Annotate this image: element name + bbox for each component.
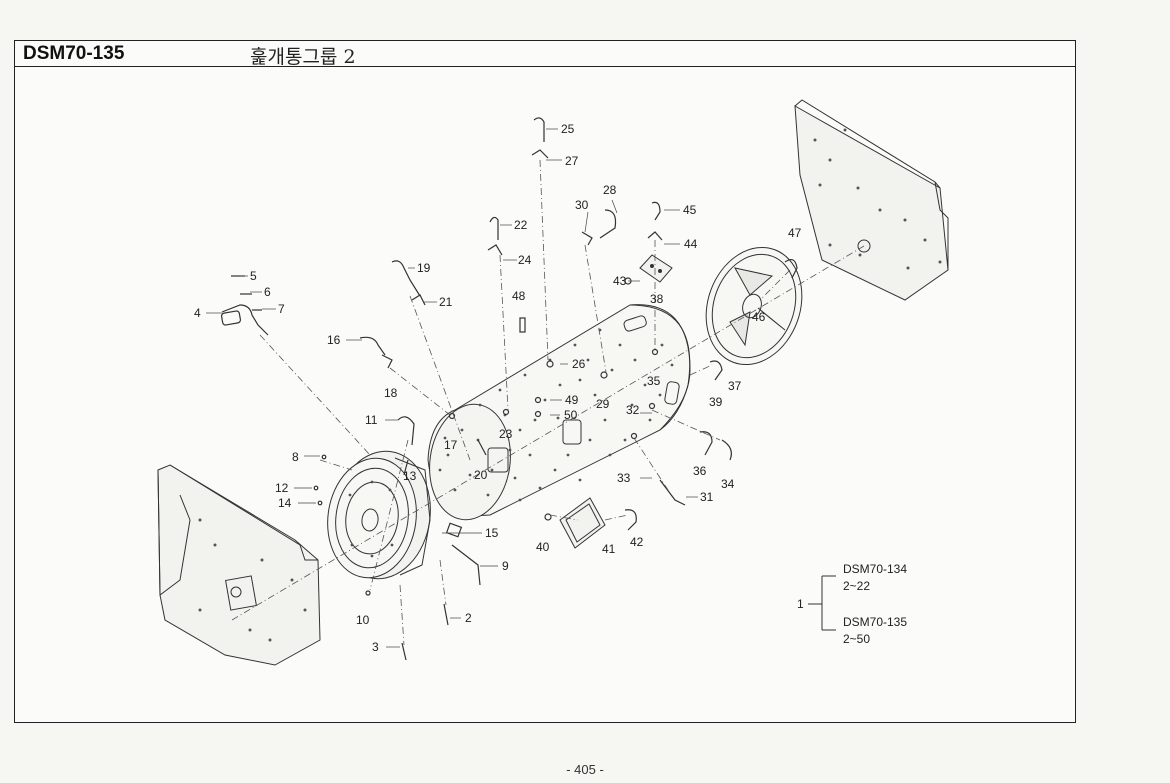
callout-40: 40 [536, 540, 550, 554]
note-group-1-code: DSM70-134 [843, 562, 907, 576]
note-group-2-code: DSM70-135 [843, 615, 907, 629]
right-side-plate [794, 99, 949, 301]
callout-19: 19 [417, 261, 431, 275]
callout-13: 13 [403, 469, 417, 483]
callout-49: 49 [565, 393, 579, 407]
callout-21: 21 [439, 295, 453, 309]
callout-28: 28 [603, 183, 617, 197]
callout-42: 42 [630, 535, 644, 549]
callout-3: 3 [372, 640, 379, 654]
callout-37: 37 [728, 379, 742, 393]
callout-47: 47 [788, 226, 802, 240]
page-number: - 405 - [566, 762, 604, 777]
drawing-title: 훑개통그룹 2 [250, 46, 356, 68]
callout-11: 11 [365, 413, 378, 427]
callout-38: 38 [650, 292, 664, 306]
drum-back-disc [705, 246, 803, 366]
callout-18: 18 [384, 386, 398, 400]
callout-8: 8 [292, 450, 299, 464]
callout-9: 9 [502, 559, 509, 573]
callout-27: 27 [565, 154, 579, 168]
callout-48: 48 [512, 289, 526, 303]
assembly-axes [231, 159, 865, 646]
drawing-code: DSM70-135 [23, 43, 125, 64]
callout-29: 29 [596, 397, 610, 411]
callout-15: 15 [485, 526, 499, 540]
callout-33: 33 [617, 471, 631, 485]
callout-24: 24 [518, 253, 532, 267]
front-flange-disc [327, 450, 431, 580]
callout-26: 26 [572, 357, 586, 371]
callout-2: 2 [465, 611, 472, 625]
callout-1: 1 [797, 597, 804, 611]
callout-31: 31 [700, 490, 714, 504]
note-group-1-range: 2~22 [843, 579, 870, 593]
callout-44: 44 [684, 237, 698, 251]
callout-35: 35 [647, 374, 661, 388]
leader-lines [206, 128, 698, 648]
title-bar: DSM70-135 훑개통그룹 2 [15, 41, 1075, 68]
callout-10: 10 [356, 613, 370, 627]
callout-22: 22 [514, 218, 528, 232]
callout-16: 16 [327, 333, 341, 347]
callout-12: 12 [275, 481, 289, 495]
callout-41: 41 [602, 542, 616, 556]
callout-17: 17 [444, 438, 458, 452]
callout-50: 50 [564, 408, 578, 422]
callout-34: 34 [721, 477, 735, 491]
cover-plate [559, 497, 606, 549]
callout-32: 32 [626, 403, 640, 417]
callout-5: 5 [250, 269, 257, 283]
callout-4: 4 [194, 306, 201, 320]
callout-labels: 1 2 3 4 5 6 7 8 9 10 11 12 13 14 15 16 1… [194, 122, 804, 654]
callout-7: 7 [278, 302, 285, 316]
callout-14: 14 [278, 496, 292, 510]
callout-43: 43 [613, 274, 627, 288]
callout-25: 25 [561, 122, 575, 136]
callout-36: 36 [693, 464, 707, 478]
callout-45: 45 [683, 203, 697, 217]
callout-39: 39 [709, 395, 723, 409]
left-side-plate [157, 464, 321, 666]
small-bracket-plate [639, 254, 673, 283]
callout-46: 46 [752, 310, 766, 324]
callout-20: 20 [474, 468, 488, 482]
assembly-note: DSM70-134 2~22 DSM70-135 2~50 [808, 562, 907, 646]
callout-6: 6 [264, 285, 271, 299]
callout-30: 30 [575, 198, 589, 212]
callout-23: 23 [499, 427, 513, 441]
hardware-parts [220, 117, 798, 661]
note-group-2-range: 2~50 [843, 632, 870, 646]
